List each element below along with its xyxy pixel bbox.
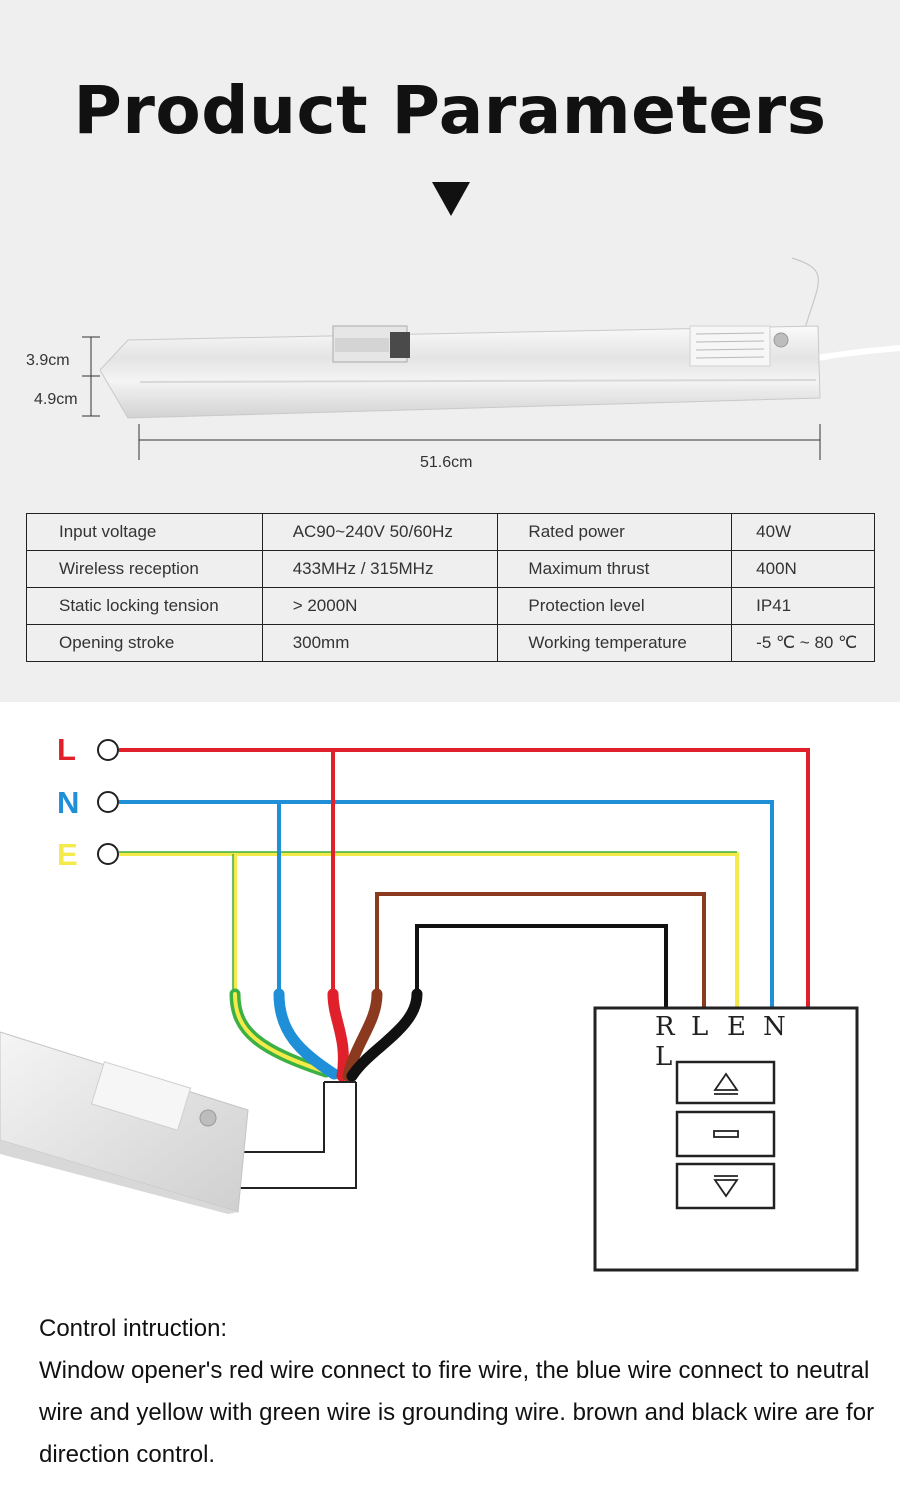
height-top-dimension: 3.9cm [26, 352, 70, 369]
down-button [675, 1162, 776, 1210]
spec-label: Maximum thrust [497, 550, 733, 588]
up-button [675, 1060, 776, 1105]
motor-label [90, 1061, 192, 1131]
earth-wire [119, 852, 739, 1008]
switch-terminal-n: N [763, 1012, 786, 1042]
switch-terminal-l: L [691, 1012, 709, 1042]
spec-label: Rated power [497, 513, 733, 551]
spec-value: 300mm [261, 624, 499, 662]
spec-value: AC90~240V 50/60Hz [261, 513, 499, 551]
spec-label: Static locking tension [26, 587, 263, 625]
switch-terminal-l2: L [655, 1042, 673, 1072]
switch-terminal-e: E [727, 1012, 746, 1042]
stop-button [675, 1110, 776, 1158]
spec-label: Opening stroke [26, 624, 263, 662]
spec-label: Wireless reception [26, 550, 263, 588]
terminal-l-circle [97, 739, 119, 761]
wiring-diagram [0, 739, 859, 1272]
spec-table: Input voltage AC90~240V 50/60Hz Rated po… [26, 513, 875, 662]
terminal-label-earth: E [57, 837, 78, 872]
neutral-wire [119, 800, 774, 1008]
down-arrow-icon [432, 182, 470, 216]
control-instructions: Control intruction: Window opener's red … [39, 1308, 889, 1476]
spec-value: -5 ℃ ~ 80 ℃ [731, 624, 875, 662]
antenna-wire [791, 257, 819, 329]
table-row: Wireless reception 433MHz / 315MHz Maxim… [26, 550, 875, 588]
height-bottom-dimension: 4.9cm [34, 391, 78, 408]
spec-value: 40W [731, 513, 875, 551]
table-row: Opening stroke 300mm Working temperature… [26, 624, 875, 662]
cable-sheath-outer [230, 1082, 325, 1153]
motor-button [199, 1109, 217, 1127]
switch-terminal-r: R [655, 1012, 675, 1042]
stop-bar-icon [713, 1130, 739, 1138]
pairing-button [773, 332, 789, 348]
terminal-n-circle [97, 791, 119, 813]
black-wire [415, 924, 668, 1008]
cable-sheath-inner [230, 1082, 357, 1189]
spec-value: 433MHz / 315MHz [261, 550, 499, 588]
terminal-e-circle [97, 843, 119, 865]
spec-label: Working temperature [497, 624, 733, 662]
table-row: Static locking tension > 2000N Protectio… [26, 587, 875, 625]
instructions-heading: Control intruction: [39, 1315, 228, 1342]
power-cable [817, 345, 900, 361]
instructions-body: Window opener's red wire connect to fire… [39, 1357, 875, 1468]
spec-label: Protection level [497, 587, 733, 625]
table-row: Input voltage AC90~240V 50/60Hz Rated po… [26, 513, 875, 551]
product-label [689, 325, 771, 367]
spec-value: 400N [731, 550, 875, 588]
live-wire [119, 748, 810, 1008]
terminal-label-neutral: N [57, 785, 80, 820]
up-triangle-icon [713, 1072, 739, 1091]
down-triangle-icon [713, 1179, 739, 1198]
spec-value: IP41 [731, 587, 875, 625]
length-dimension: 51.6cm [420, 454, 473, 471]
product-drawing [82, 257, 900, 460]
spec-value: > 2000N [261, 587, 499, 625]
spec-label: Input voltage [26, 513, 263, 551]
brown-wire [375, 892, 706, 1008]
terminal-label-live: L [57, 732, 76, 767]
page-title: Product Parameters [73, 72, 827, 149]
wire-bundle [229, 988, 423, 1082]
